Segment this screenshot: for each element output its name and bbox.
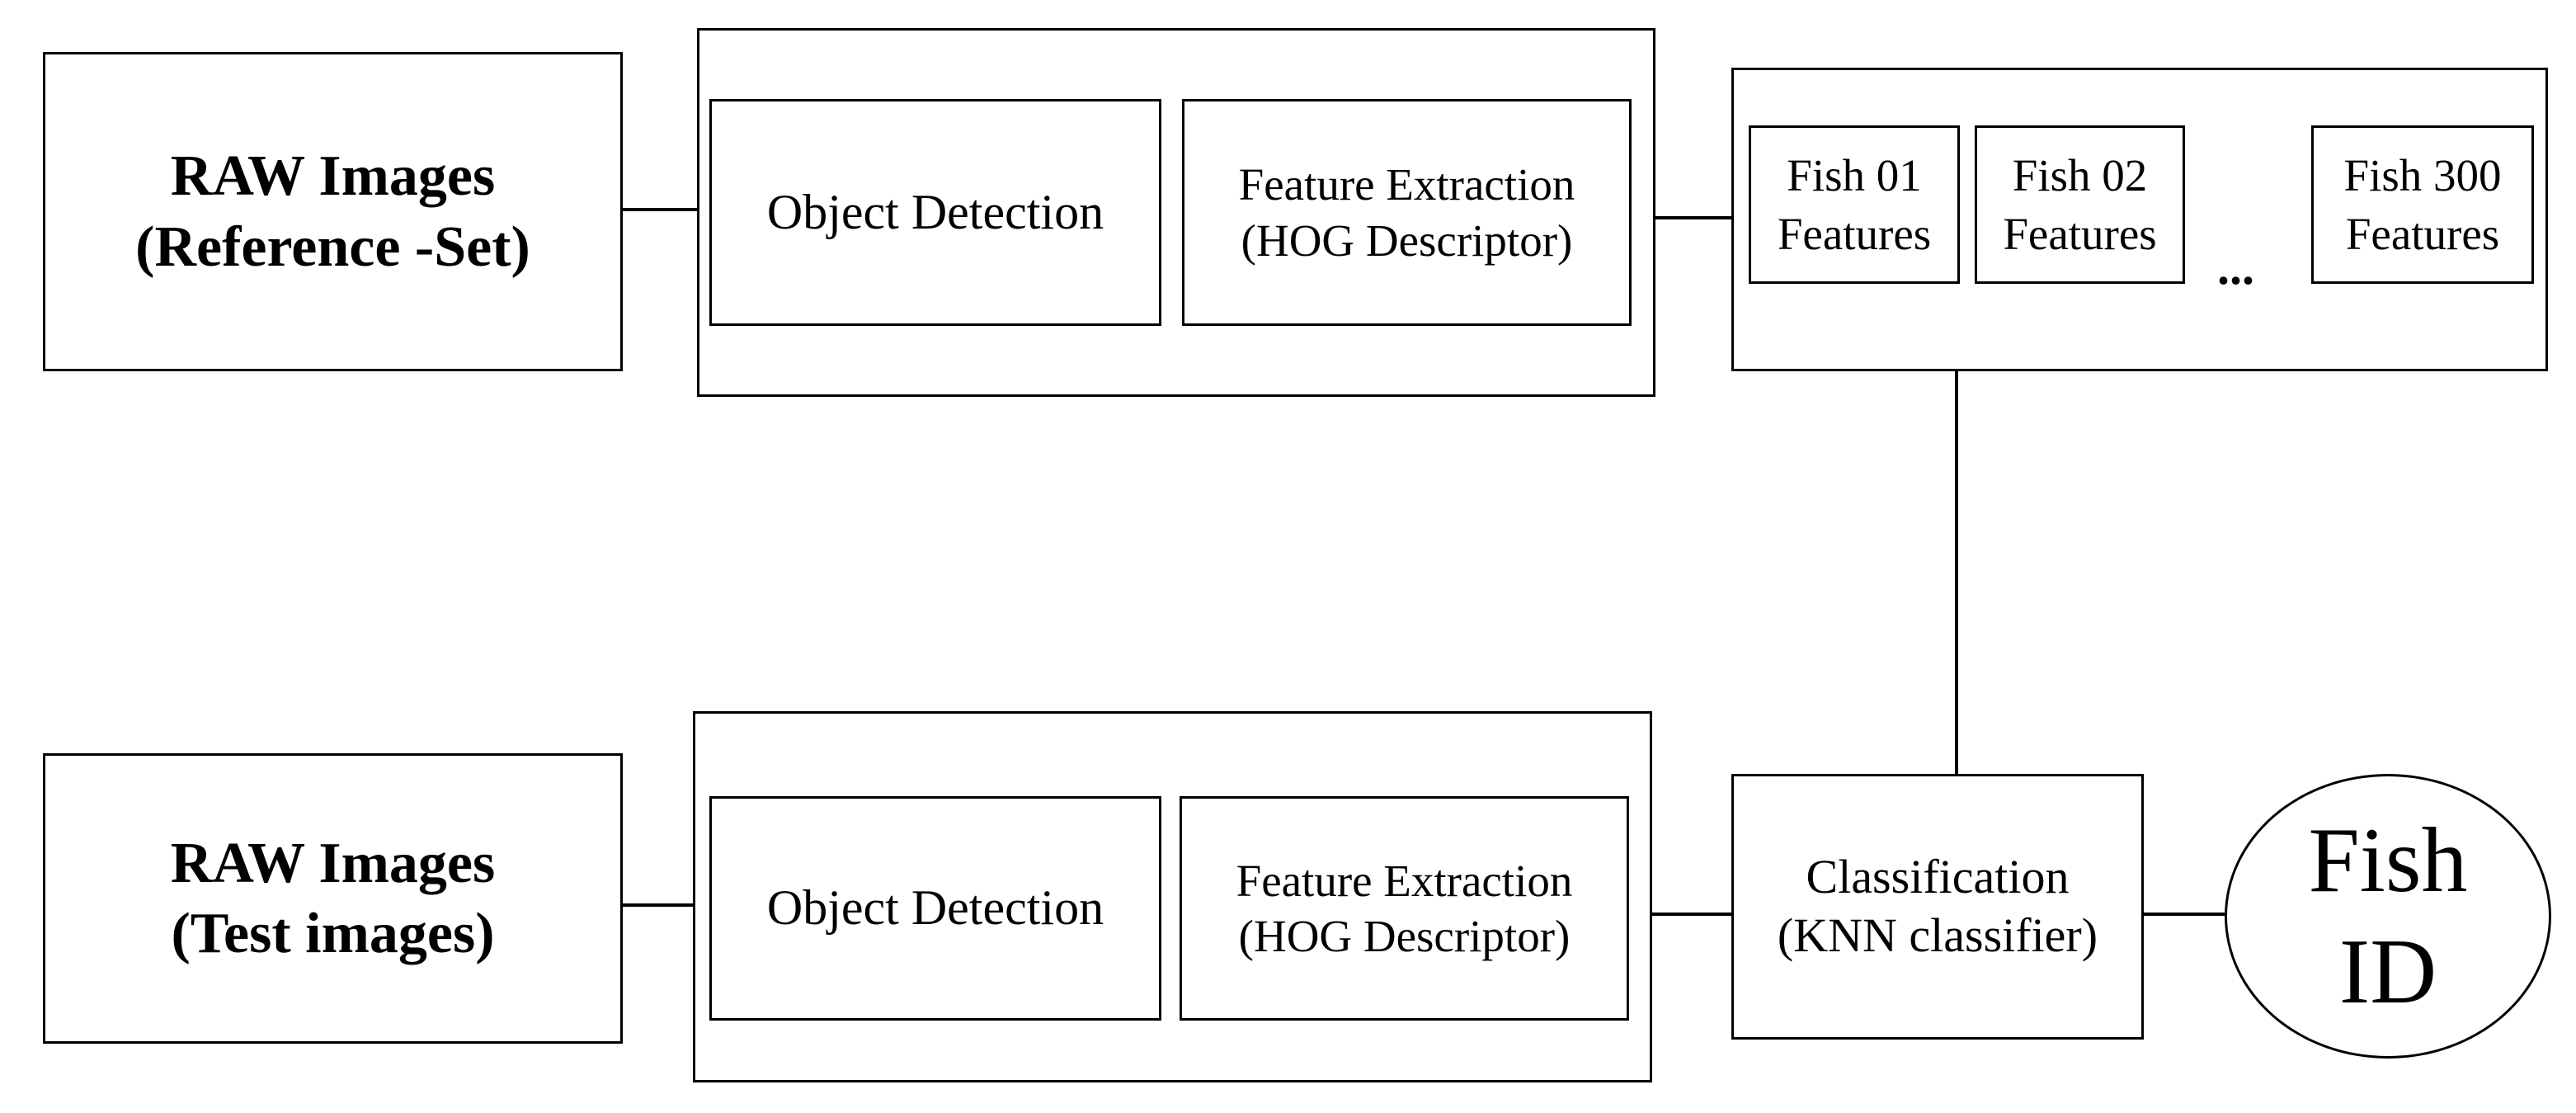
connector-processing-to-features	[1655, 216, 1731, 219]
raw-images-test-title: RAW Images	[170, 831, 496, 895]
fish-01-features-box: Fish 01 Features	[1749, 125, 1960, 284]
feature-extraction-test-subtitle: (HOG Descriptor)	[1238, 911, 1571, 961]
connector-features-to-classification	[1955, 371, 1958, 776]
object-detection-reference-box: Object Detection	[709, 99, 1161, 326]
raw-images-reference-box: RAW Images (Reference -Set)	[43, 52, 623, 371]
fish-300-features-subtitle: Features	[2345, 209, 2500, 259]
fish-id-output: Fish ID	[2225, 774, 2551, 1059]
connector-raw-test-to-processing	[623, 903, 693, 907]
raw-images-test-box: RAW Images (Test images)	[43, 753, 623, 1044]
fish-id-title: Fish	[2308, 809, 2468, 913]
feature-extraction-reference-title: Feature Extraction	[1238, 159, 1575, 210]
connector-processing-to-classification	[1652, 913, 1731, 916]
fish-02-features-box: Fish 02 Features	[1975, 125, 2185, 284]
fish-01-features-subtitle: Features	[1777, 209, 1932, 259]
fish-02-features-title: Fish 02	[2012, 149, 2148, 200]
classification-title: Classification	[1806, 850, 2070, 904]
feature-extraction-test-box: Feature Extraction (HOG Descriptor)	[1180, 796, 1629, 1021]
features-ellipsis: ...	[2217, 240, 2254, 295]
fish-02-features-subtitle: Features	[2003, 209, 2157, 259]
connector-raw-ref-to-processing	[623, 208, 697, 211]
feature-extraction-test-title: Feature Extraction	[1236, 855, 1573, 906]
raw-images-reference-subtitle: (Reference -Set)	[135, 215, 530, 279]
object-detection-test-label: Object Detection	[766, 880, 1104, 936]
connector-classification-to-fish-id	[2144, 913, 2225, 916]
classification-box: Classification (KNN classifier)	[1731, 774, 2144, 1040]
fish-300-features-box: Fish 300 Features	[2311, 125, 2534, 284]
feature-extraction-reference-box: Feature Extraction (HOG Descriptor)	[1182, 99, 1632, 326]
fish-01-features-title: Fish 01	[1787, 149, 1922, 200]
fish-id-subtitle: ID	[2338, 920, 2437, 1023]
feature-extraction-reference-subtitle: (HOG Descriptor)	[1241, 215, 1573, 266]
object-detection-reference-label: Object Detection	[766, 184, 1104, 239]
fish-300-features-title: Fish 300	[2343, 149, 2502, 200]
raw-images-reference-title: RAW Images	[170, 144, 496, 209]
object-detection-test-box: Object Detection	[709, 796, 1161, 1021]
raw-images-test-subtitle: (Test images)	[171, 902, 495, 965]
classification-subtitle: (KNN classifier)	[1777, 908, 2098, 962]
